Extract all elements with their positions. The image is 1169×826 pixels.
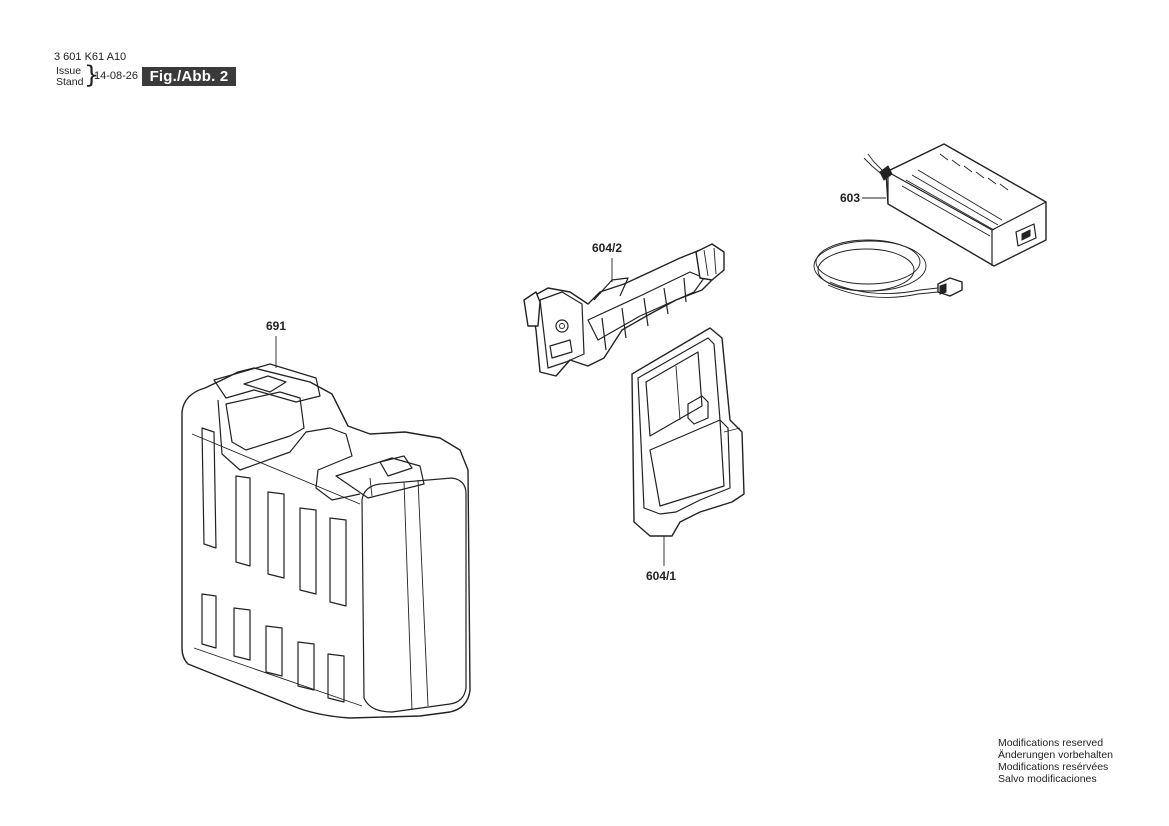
figure-badge: Fig./Abb. 2 — [142, 67, 236, 86]
part-number: 3 601 K61 A10 — [54, 51, 127, 63]
stand-label: Stand — [56, 76, 84, 88]
carrying-case — [181, 336, 471, 719]
footer-notice: Modifications reserved Änderungen vorbeh… — [998, 737, 1113, 785]
rod-holder — [523, 243, 725, 377]
footer-line-en: Modifications reserved — [998, 737, 1104, 749]
footer-line-fr: Modifications resérvées — [998, 761, 1109, 773]
charger — [813, 143, 1047, 298]
part-label-cradle: 604/1 — [646, 569, 676, 583]
footer-line-es: Salvo modificaciones — [998, 773, 1097, 785]
rod-cradle — [631, 327, 745, 566]
part-label-holder: 604/2 — [592, 241, 622, 255]
brace-glyph: } — [84, 61, 100, 89]
issue-label: Issue — [56, 65, 82, 77]
footer-line-de: Änderungen vorbehalten — [998, 749, 1114, 761]
part-label-charger: 603 — [840, 191, 860, 205]
issue-date: 14-08-26 — [94, 70, 139, 82]
issue-stand-label: Issue Stand — [56, 66, 83, 88]
part-label-case: 691 — [266, 319, 286, 333]
